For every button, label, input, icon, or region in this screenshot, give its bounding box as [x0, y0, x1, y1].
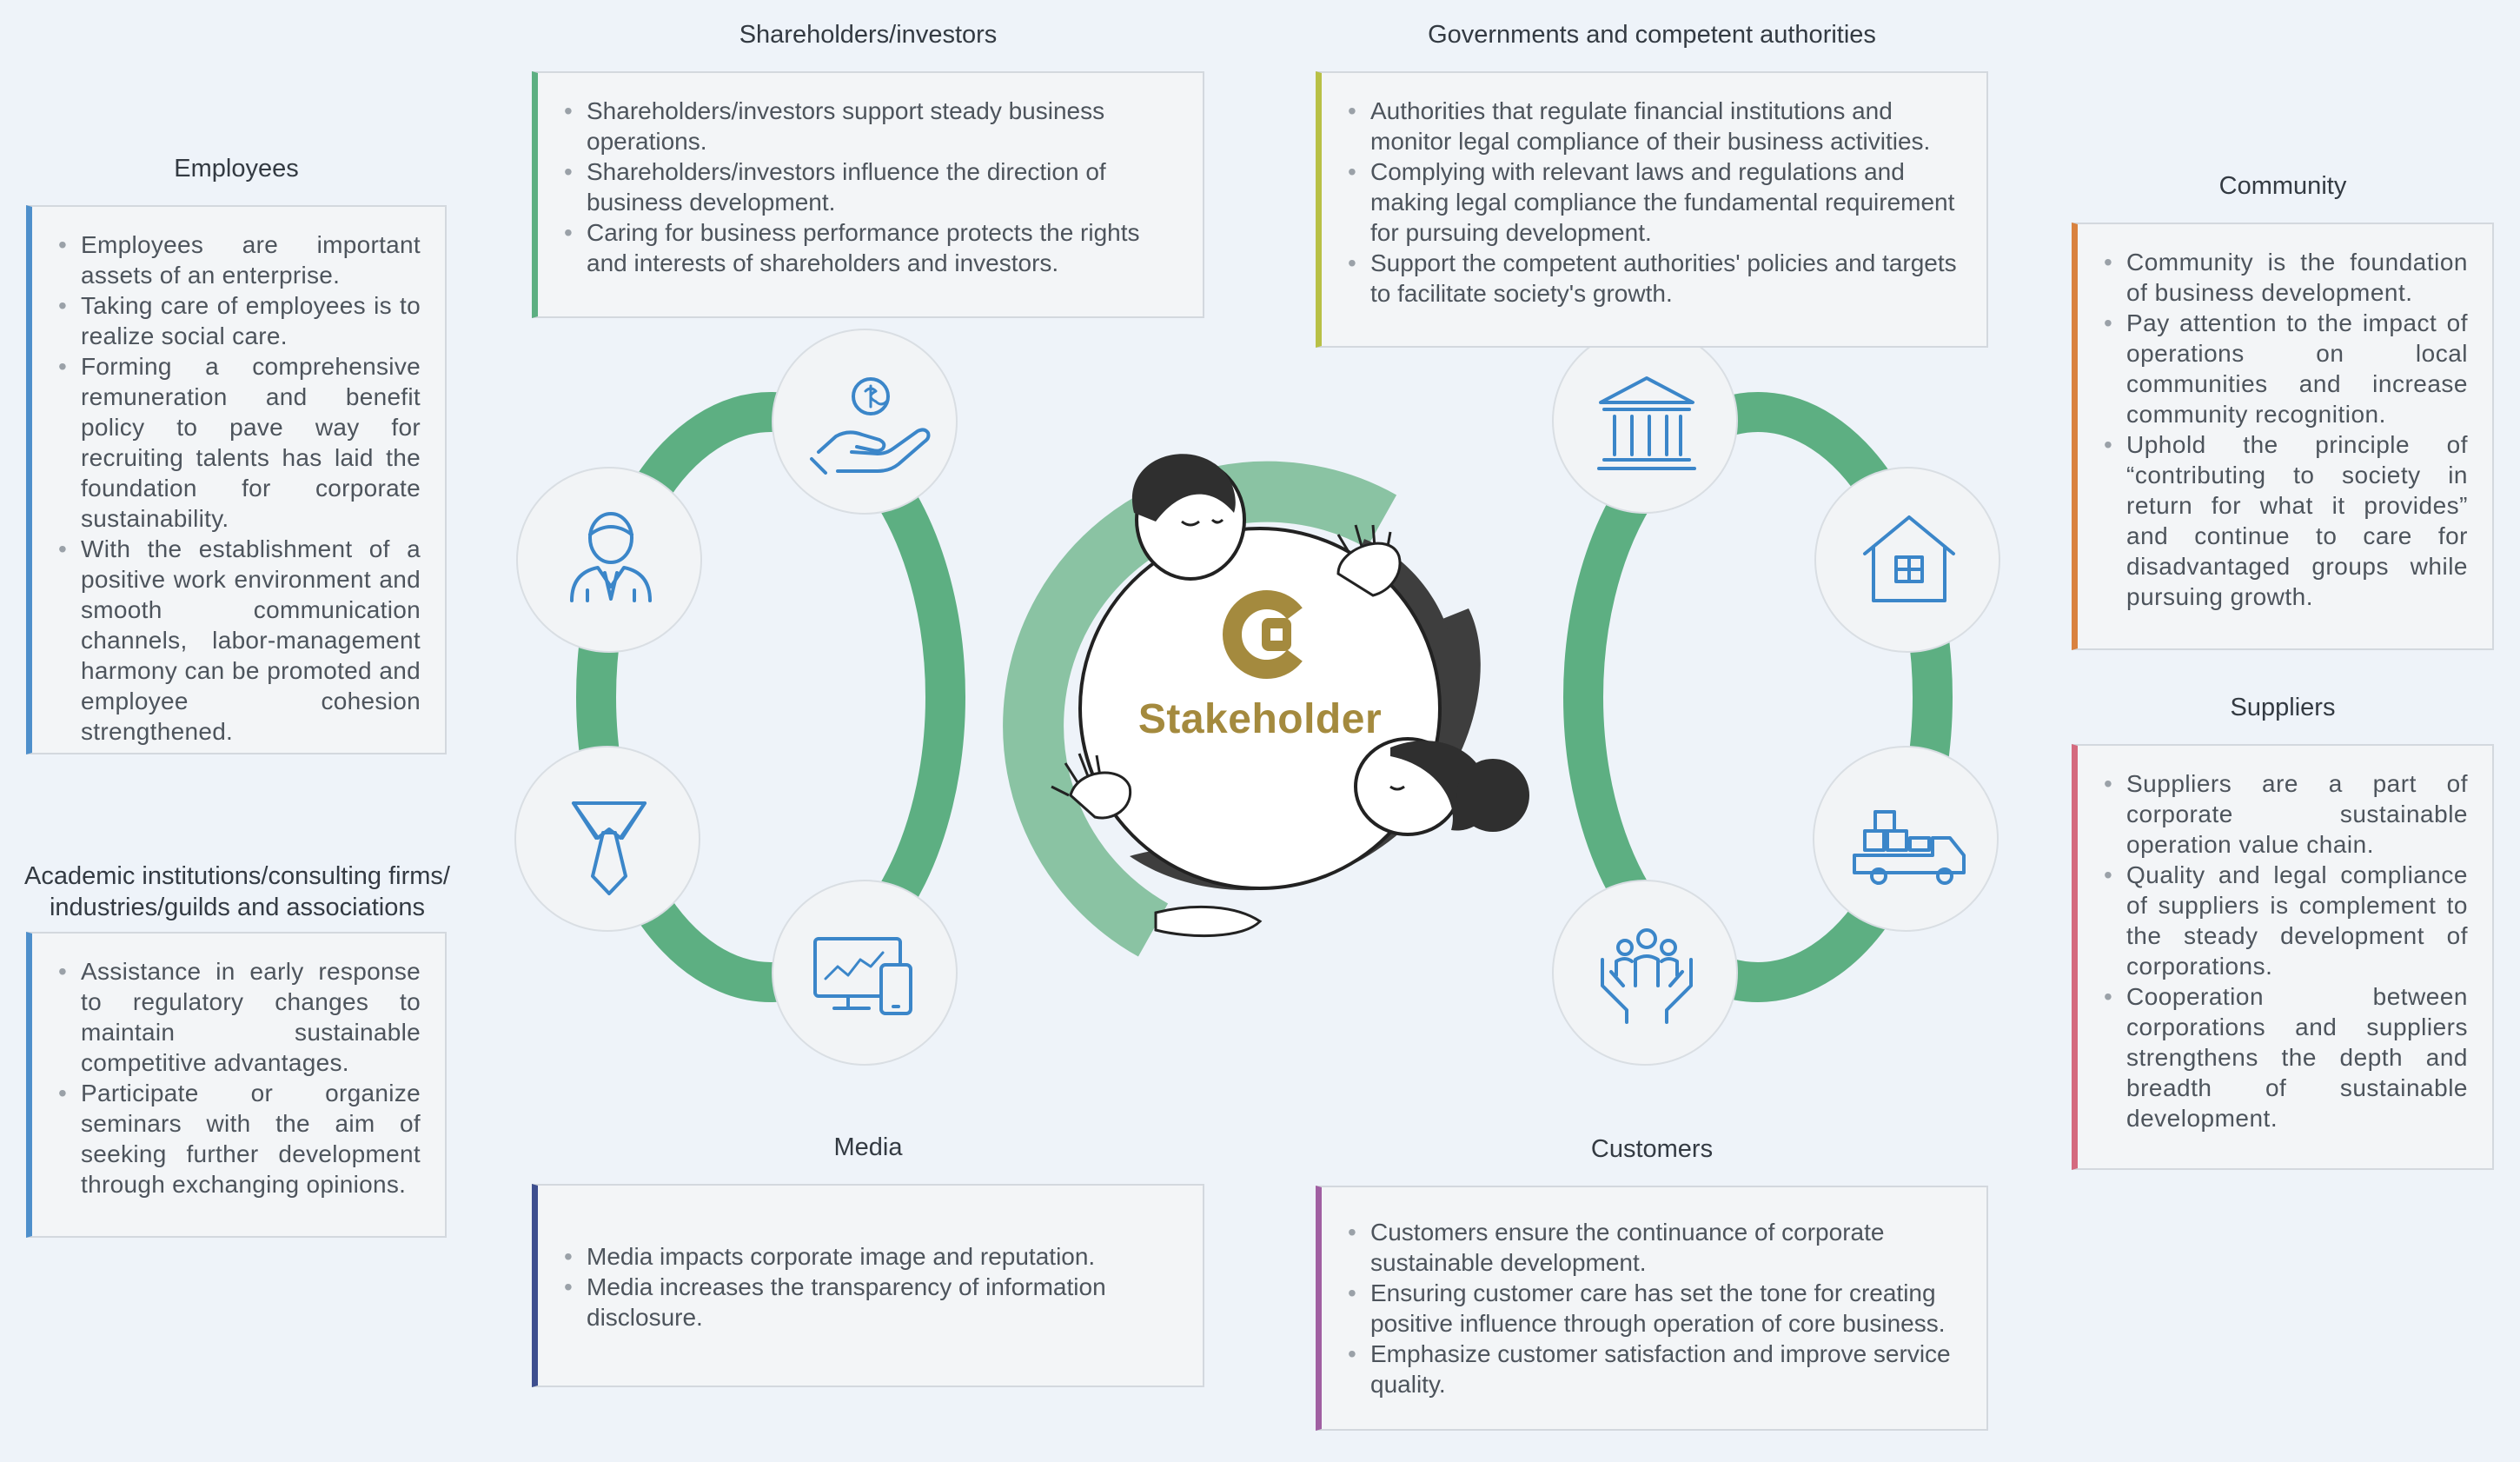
academic-card: Assistance in early response to regulato… [26, 932, 447, 1238]
hand-coin-icon [810, 377, 931, 475]
shareholders-card: Shareholders/investors support steady bu… [532, 71, 1204, 318]
center-circle [1078, 527, 1442, 890]
necktie-icon [572, 801, 647, 895]
suppliers-card: Suppliers are a part of corporate sustai… [2072, 744, 2494, 1170]
house-icon [1863, 515, 1955, 602]
shareholders-item: Shareholders/investors influence the dir… [564, 156, 1178, 217]
governments-icon-circle [1552, 328, 1738, 514]
person-top [1131, 454, 1402, 597]
community-icon-circle [1814, 467, 2000, 653]
community-item: Uphold the principle of “contributing to… [2104, 429, 2468, 612]
right-ring [1563, 392, 1953, 1002]
left-ring [576, 392, 965, 1002]
media-item: Media impacts corporate image and reputa… [564, 1241, 1178, 1272]
delivery-truck-icon [1853, 810, 1966, 885]
employees-icon-circle [516, 467, 702, 653]
shareholders-title: Shareholders/investors [739, 21, 998, 49]
employees-item: Forming a comprehensive remuneration and… [58, 351, 421, 534]
customers-item: Customers ensure the continuance of corp… [1348, 1217, 1962, 1278]
academic-title: Academic institutions/consulting firms/ … [24, 862, 450, 921]
governments-title: Governments and competent authorities [1428, 21, 1876, 49]
person-bottom [1051, 737, 1529, 938]
monitor-phone-icon [813, 937, 912, 1015]
company-logo-icon [1223, 590, 1303, 679]
suppliers-item: Cooperation between corporations and sup… [2104, 981, 2468, 1133]
shareholders-icon-circle [772, 329, 958, 515]
customers-title: Customers [1590, 1135, 1714, 1163]
employees-card: Employees are important assets of an ent… [26, 205, 447, 754]
community-item: Community is the foundation of business … [2104, 247, 2468, 308]
government-building-icon [1597, 376, 1696, 470]
customers-item: Ensuring customer care has set the tone … [1348, 1278, 1962, 1339]
media-card: Media impacts corporate image and reputa… [532, 1184, 1204, 1387]
academic-item: Participate or organize seminars with th… [58, 1078, 421, 1200]
academic-item: Assistance in early response to regulato… [58, 956, 421, 1078]
shareholders-item: Shareholders/investors support steady bu… [564, 96, 1178, 156]
employees-item: With the establishment of a positive wor… [58, 534, 421, 747]
governments-item: Authorities that regulate financial inst… [1348, 96, 1962, 156]
employees-title: Employees [174, 155, 299, 183]
community-title: Community [2218, 172, 2347, 200]
shareholders-item: Caring for business performance protects… [564, 217, 1178, 278]
community-item: Pay attention to the impact of operation… [2104, 308, 2468, 429]
academic-icon-circle [514, 746, 700, 932]
governments-card: Authorities that regulate financial inst… [1316, 71, 1988, 348]
customers-item: Emphasize customer satisfaction and impr… [1348, 1339, 1962, 1399]
employees-item: Taking care of employees is to realize s… [58, 290, 421, 351]
employees-item: Employees are important assets of an ent… [58, 229, 421, 290]
suppliers-item: Quality and legal compliance of supplier… [2104, 860, 2468, 981]
people-care-icon [1601, 928, 1693, 1024]
suppliers-item: Suppliers are a part of corporate sustai… [2104, 768, 2468, 860]
governments-item: Support the competent authorities' polic… [1348, 248, 1962, 309]
employee-icon [570, 512, 652, 602]
media-item: Media increases the transparency of info… [564, 1272, 1178, 1332]
governments-item: Complying with relevant laws and regulat… [1348, 156, 1962, 248]
suppliers-icon-circle [1813, 746, 1999, 932]
media-icon-circle [772, 880, 958, 1066]
center-band [1003, 461, 1397, 957]
center-label: Stakeholder [1137, 696, 1383, 742]
suppliers-title: Suppliers [2230, 694, 2336, 721]
media-title: Media [833, 1133, 903, 1161]
customers-icon-circle [1552, 880, 1738, 1066]
customers-card: Customers ensure the continuance of corp… [1316, 1186, 1988, 1431]
community-card: Community is the foundation of business … [2072, 223, 2494, 650]
